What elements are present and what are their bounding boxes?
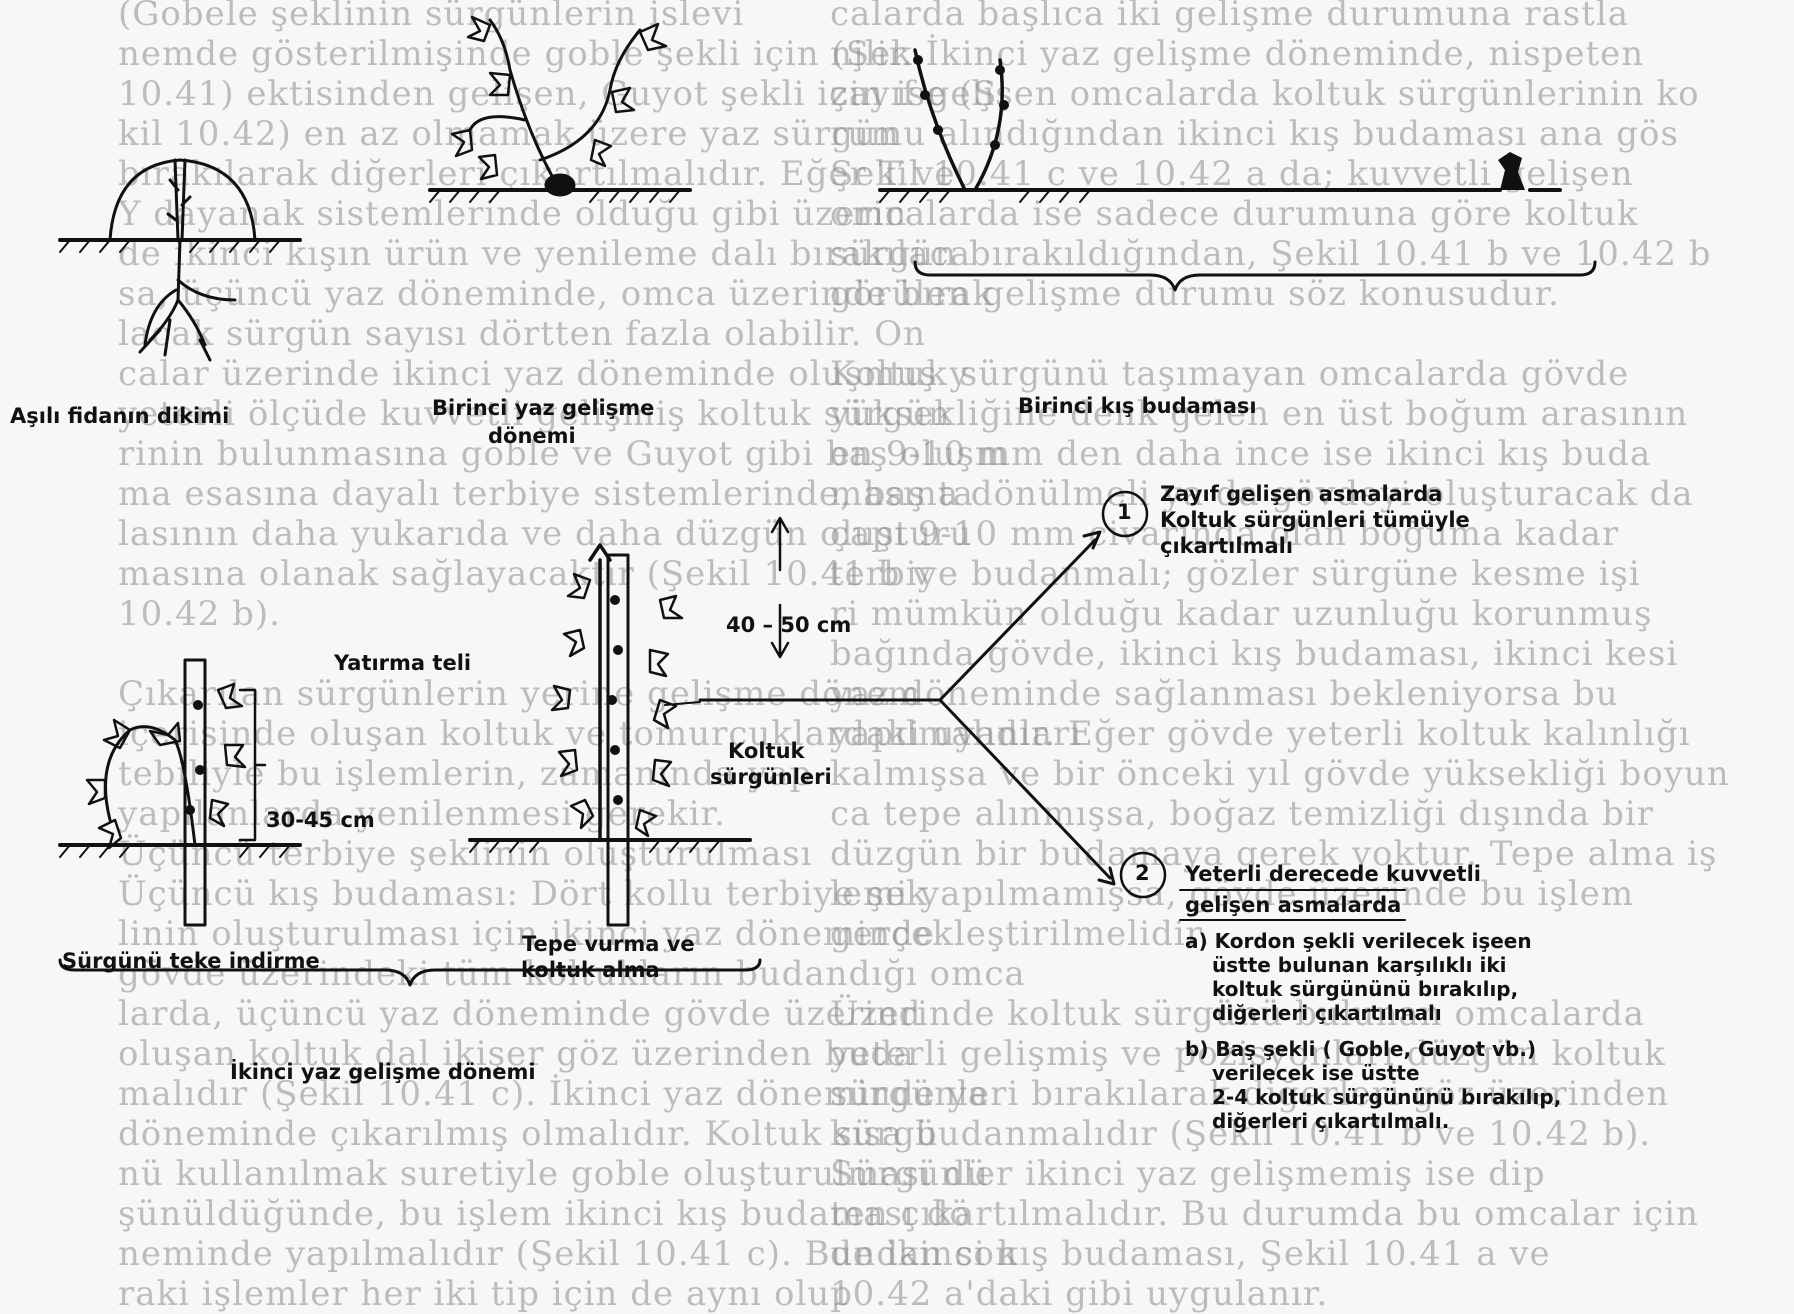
branch-number-1: 1 xyxy=(1117,500,1132,524)
label-lowering: Sürgünü teke indirme xyxy=(62,949,320,973)
label-lateral-2: sürgünleri xyxy=(710,765,832,789)
label-lateral-1: Koltuk xyxy=(728,739,804,763)
branch-strong-b-4: diğerleri çıkartılmalı. xyxy=(1212,1109,1449,1133)
label-first-summer-1: Birinci yaz gelişme xyxy=(432,396,654,420)
label-height-high: 40 – 50 cm xyxy=(726,613,851,637)
topping-illustration xyxy=(470,518,788,925)
branch-strong-b-3: 2-4 koltuk sürgününü bırakılıp, xyxy=(1212,1085,1561,1109)
branch-strong-title-1: Yeterli derecede kuvvetli xyxy=(1185,862,1481,886)
branch-strong-a-1: a) Kordon şekli verilecek işeen xyxy=(1185,929,1532,953)
branch-strong-a-4: diğerleri çıkartılmalı xyxy=(1212,1001,1442,1025)
first-winter-illustration xyxy=(880,50,1560,202)
lowering-illustration xyxy=(60,660,300,925)
background-text-line: 10.42 a'daki gibi uygulanır. xyxy=(830,1274,1730,1314)
label-planting: Aşılı fidanın dikimi xyxy=(10,404,229,428)
branch-weak-2: Koltuk sürgünleri tümüyle xyxy=(1160,508,1470,532)
label-second-summer: İkinci yaz gelişme dönemi xyxy=(230,1060,536,1084)
label-topping-2: koltuk alma xyxy=(521,958,660,982)
branch-strong-b-2: verilecek ise üstte xyxy=(1212,1061,1420,1085)
branch-number-2: 2 xyxy=(1135,861,1150,885)
label-first-winter: Birinci kış budaması xyxy=(1018,394,1257,418)
branch-strong-title-2: gelişen asmalarda xyxy=(1185,893,1401,917)
first-summer-illustration xyxy=(430,17,690,202)
branch-strong-a-3: koltuk sürgününü bırakılıp, xyxy=(1212,977,1518,1001)
label-wire: Yatırma teli xyxy=(334,651,471,675)
branch-strong-a-2: üstte bulunan karşılıklı iki xyxy=(1212,953,1507,977)
planting-illustration xyxy=(60,160,300,360)
branch-weak-1: Zayıf gelişen asmalarda xyxy=(1160,482,1442,506)
branch-strong-b-1: b) Baş şekli ( Goble, Guyot vb.) xyxy=(1185,1037,1536,1061)
label-topping-1: Tepe vurma ve xyxy=(522,932,695,956)
label-first-summer-2: dönemi xyxy=(488,424,576,448)
branch-weak-3: çıkartılmalı xyxy=(1160,534,1293,558)
label-height-low: 30-45 cm xyxy=(266,808,375,832)
